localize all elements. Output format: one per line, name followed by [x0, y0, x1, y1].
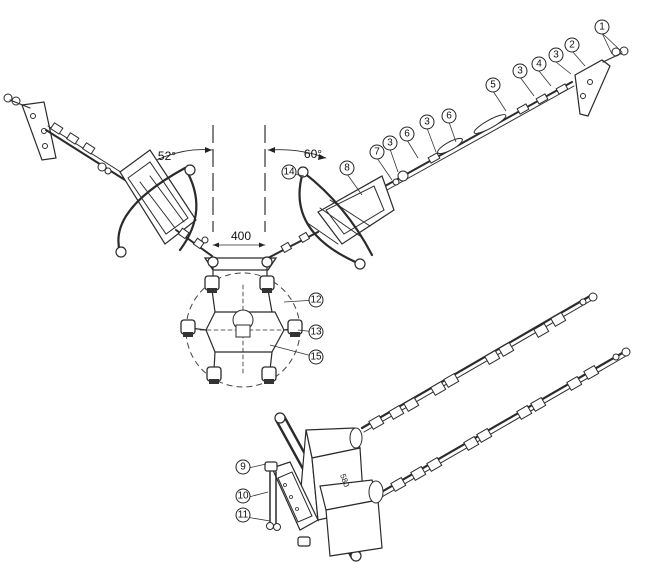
suspension-clamp [259, 275, 275, 293]
suspension-clamp [261, 366, 277, 384]
callout-10: 10 [235, 488, 251, 504]
svg-text:3: 3 [387, 138, 393, 149]
callout-3: 3 [419, 114, 435, 130]
callout-3: 3 [512, 63, 528, 79]
svg-text:5: 5 [490, 80, 496, 91]
suspension-clamp [206, 366, 222, 384]
suspension-clamp [287, 319, 303, 337]
lower-rod-lower [376, 347, 631, 499]
callout-6: 6 [441, 108, 457, 124]
width-dimension: 400 [212, 229, 266, 248]
callout-8: 8 [339, 160, 355, 176]
svg-text:12: 12 [310, 295, 322, 306]
callout-15: 15 [308, 349, 324, 365]
yoke-and-spacer-assembly [180, 256, 303, 388]
callout-9: 9 [235, 459, 251, 475]
right-insulator-string [267, 46, 629, 270]
leader-lines [239, 32, 623, 522]
svg-text:7: 7 [374, 147, 380, 158]
right-angle-dimension: 60° [267, 147, 327, 161]
lower-dimension-note: 580 [338, 473, 351, 489]
svg-text:10: 10 [237, 491, 249, 502]
svg-text:4: 4 [536, 59, 542, 70]
right-angle-label: 60° [304, 147, 322, 161]
width-label: 400 [231, 229, 251, 243]
callout-13: 13 [308, 324, 324, 340]
svg-text:3: 3 [517, 66, 523, 77]
callout-12: 12 [308, 292, 324, 308]
callout-7: 7 [369, 144, 385, 160]
suspension-clamp [180, 319, 196, 337]
svg-text:3: 3 [553, 50, 559, 61]
lower-rod-upper [360, 292, 598, 433]
svg-text:6: 6 [446, 111, 452, 122]
tower-centerlines [212, 125, 266, 232]
svg-text:2: 2 [569, 40, 575, 51]
callout-4: 4 [531, 56, 547, 72]
callout-5: 5 [485, 77, 501, 93]
svg-text:13: 13 [310, 327, 322, 338]
callout-11: 11 [235, 507, 251, 523]
svg-text:8: 8 [344, 163, 350, 174]
callout-3: 3 [548, 47, 564, 63]
left-insulator-string [3, 93, 213, 258]
callout-1: 1 [594, 19, 610, 35]
callout-2: 2 [564, 37, 580, 53]
suspension-clamp [204, 275, 220, 293]
callout-14: 14 [281, 164, 297, 180]
svg-text:3: 3 [424, 117, 430, 128]
svg-text:14: 14 [283, 167, 295, 178]
svg-text:9: 9 [240, 462, 246, 473]
svg-text:6: 6 [404, 129, 410, 140]
callout-3: 3 [382, 135, 398, 151]
svg-text:11: 11 [238, 510, 249, 521]
lower-perspective-assembly: 580 [264, 292, 631, 562]
callout-6: 6 [399, 126, 415, 142]
svg-text:15: 15 [310, 352, 322, 363]
svg-text:1: 1 [599, 22, 605, 33]
callout-bubbles: 1 2 3 4 3 5 6 3 6 3 7 8 14 12 13 15 9 10… [235, 19, 610, 523]
left-angle-label: 52° [158, 149, 176, 163]
